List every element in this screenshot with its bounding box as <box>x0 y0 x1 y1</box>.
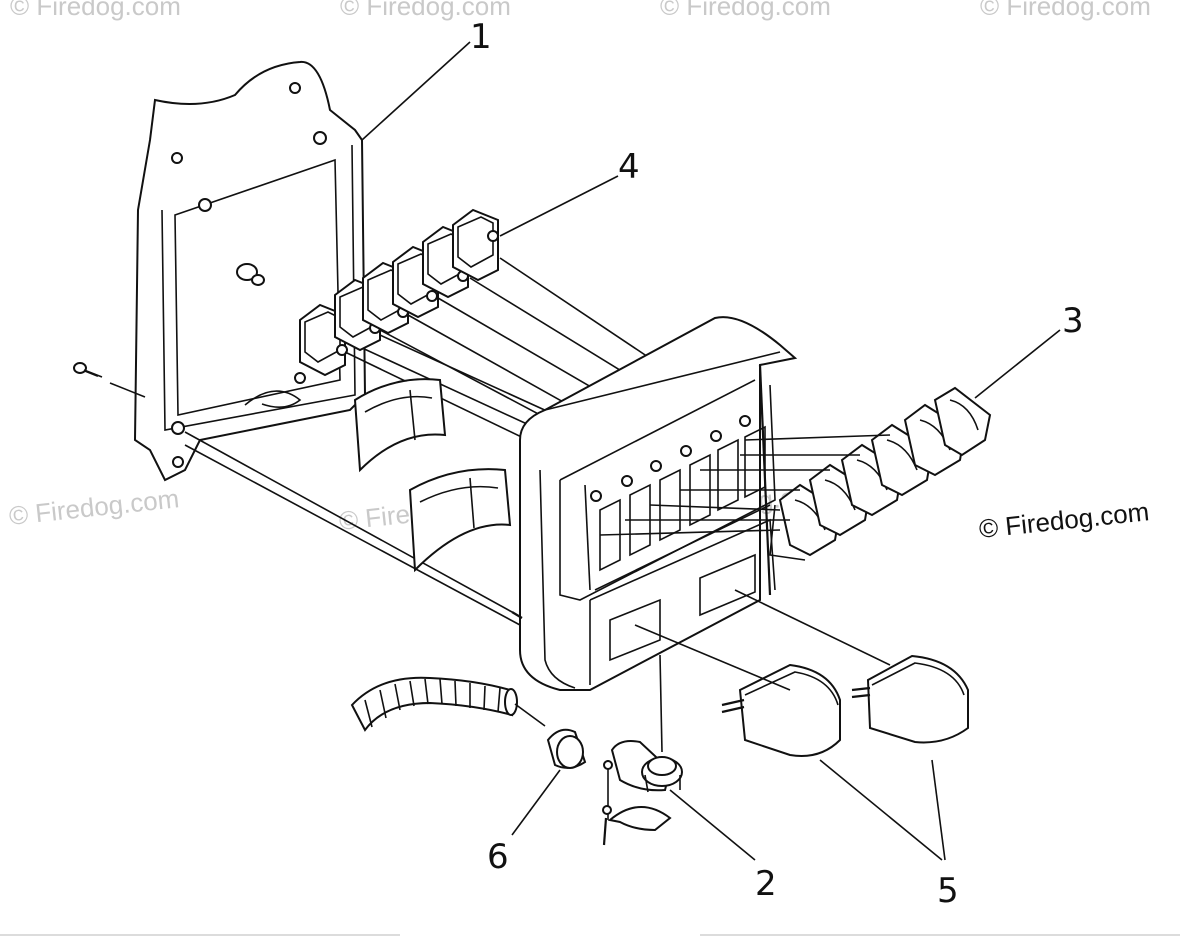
leader-line-5a <box>819 759 943 861</box>
callout-number-6: 6 <box>487 837 509 877</box>
leader-line-2 <box>669 789 756 861</box>
callout-number-3: 3 <box>1062 301 1084 341</box>
callout-number-5: 5 <box>937 871 959 911</box>
leader-line-5b <box>931 759 946 861</box>
callout-number-4: 4 <box>618 147 640 187</box>
watermark-copyright: © Firedog.com <box>977 496 1150 544</box>
circuit-breaker-icon <box>299 303 348 377</box>
circuit-breaker-icon <box>452 208 499 282</box>
leader-line-4 <box>499 175 619 237</box>
switch-panel-cover-icon <box>133 60 367 482</box>
wire-connector-icon <box>602 740 683 846</box>
watermark-top-right: © Firedog.com <box>660 0 831 21</box>
center-stud-icon <box>236 263 265 286</box>
callout-number-1: 1 <box>470 17 492 57</box>
leader-line-3 <box>974 329 1061 399</box>
circuit-breaker-row <box>299 208 499 377</box>
grommet-icon <box>546 728 587 769</box>
mounting-screw-icon <box>73 362 103 378</box>
rocker-switch-icon <box>933 386 992 457</box>
watermark-mid-left: © Firedog.com <box>7 483 180 531</box>
leader-line-6 <box>511 769 561 836</box>
callout-number-2: 2 <box>755 864 777 904</box>
watermark-top-left: © Firedog.com <box>10 0 181 21</box>
switch-panel-body-icon <box>519 316 798 691</box>
outlet-cover-icon <box>721 663 841 757</box>
leader-line-1 <box>361 41 471 141</box>
watermark-top-far-right: © Firedog.com <box>980 0 1151 21</box>
rocker-switch-row <box>769 386 992 561</box>
flexible-conduit-icon <box>350 676 518 732</box>
outlet-cover-icon <box>851 654 969 744</box>
watermark-top-center: © Firedog.com <box>340 0 511 21</box>
label-decal-icon <box>353 378 447 473</box>
label-decal-icon <box>408 468 512 573</box>
